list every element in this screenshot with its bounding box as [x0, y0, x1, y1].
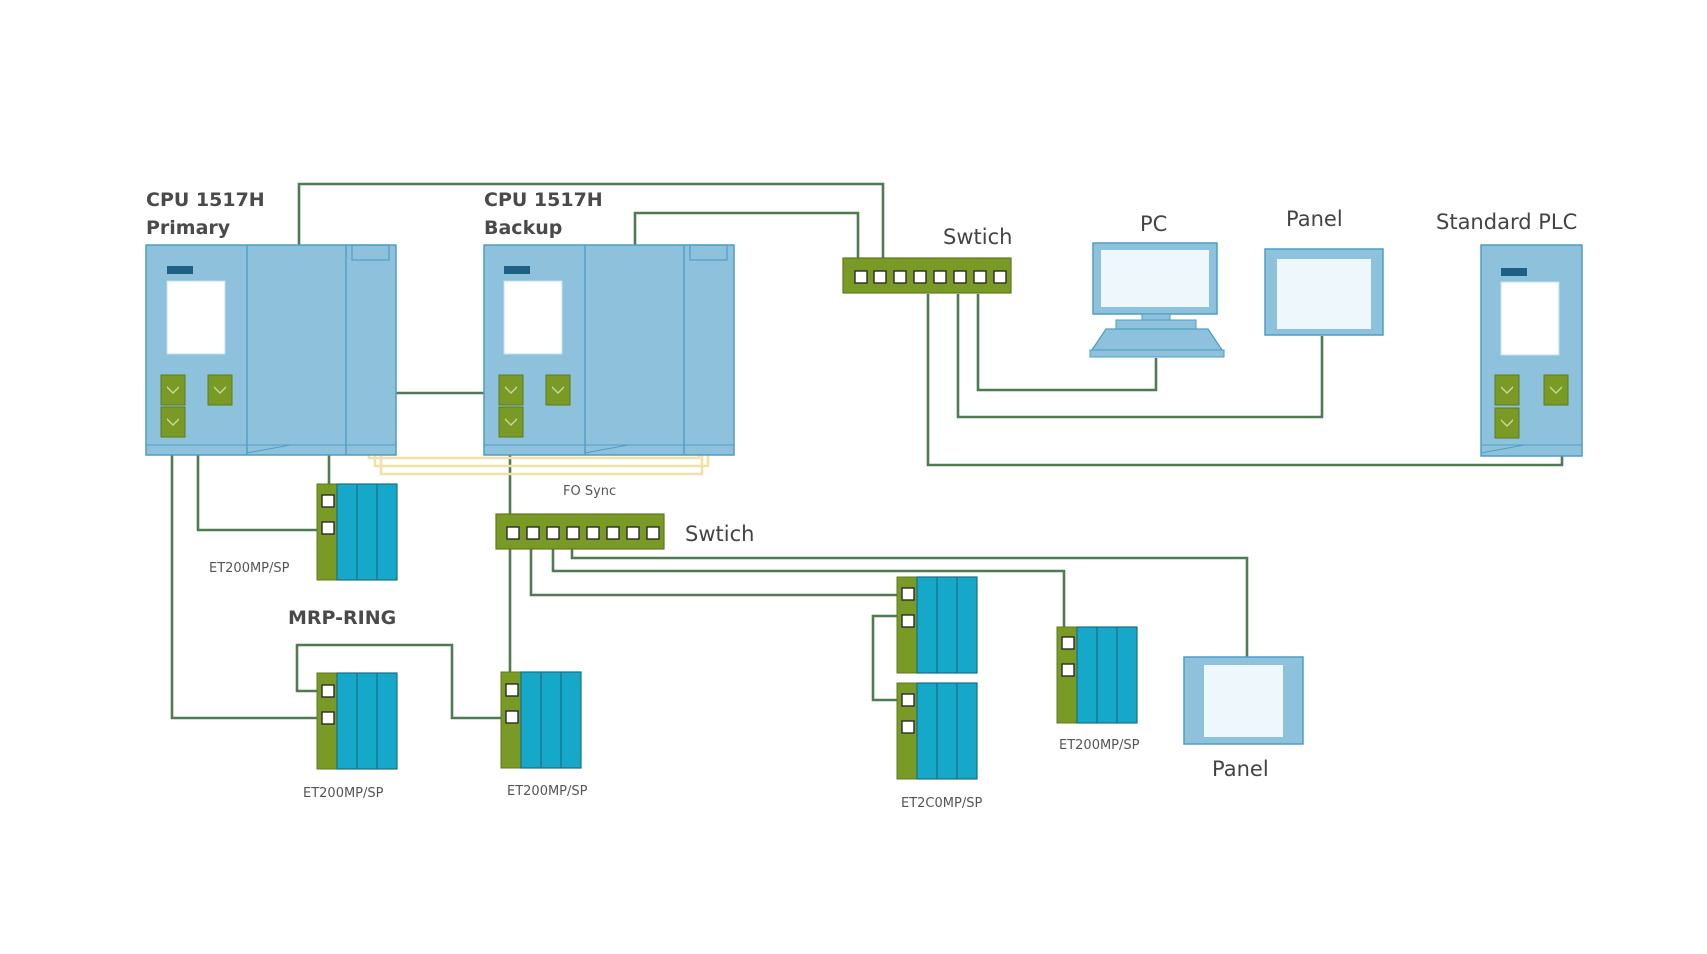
panel-top-label: Panel: [1286, 207, 1343, 231]
port-x1p1-icon: [498, 374, 524, 406]
io-module-1[interactable]: [316, 483, 398, 581]
panel-bottom-label: Panel: [1212, 757, 1269, 781]
switch-mid-label: Swtich: [685, 522, 754, 546]
io-module-2[interactable]: [316, 672, 398, 770]
cable-primary-to-io1: [196, 433, 330, 532]
cpu-primary-title: CPU 1517H: [146, 189, 265, 211]
cable-mid-switch-to-io4b: [551, 548, 1066, 628]
cpu-backup-role: Backup: [484, 217, 562, 239]
io-module-4a[interactable]: [896, 576, 978, 674]
fo-sync-label: FO Sync: [563, 484, 616, 499]
cable-ring-io2: [295, 643, 512, 720]
standard-plc[interactable]: [1480, 244, 1583, 457]
io-module-3[interactable]: [500, 671, 582, 769]
port-icon: [1543, 374, 1569, 406]
cpu-primary[interactable]: [145, 244, 397, 456]
mrp-ring-label: MRP-RING: [288, 607, 396, 629]
switch-top-label: Swtich: [943, 225, 1012, 249]
io-module-1-label: ET200MP/SP: [209, 561, 290, 576]
cable-switch-to-pc: [976, 294, 1158, 392]
standard-plc-label: Standard PLC: [1436, 210, 1577, 234]
port-x2p1-icon: [545, 374, 571, 406]
cable-io4-pair: [871, 614, 897, 702]
io-module-3-label: ET200MP/SP: [507, 784, 588, 799]
port-x2p1-icon: [207, 374, 233, 406]
cpu-primary-role: Primary: [146, 217, 231, 239]
port-icon: [1494, 374, 1520, 406]
cpu-backup-title: CPU 1517H: [484, 189, 603, 211]
port-x1p1-icon: [160, 374, 186, 406]
cable-mid-switch-to-panel: [570, 548, 1249, 658]
port-x1p2-icon: [160, 406, 186, 438]
cable-primary-to-ring: [170, 433, 330, 720]
cable-switch-to-panel: [956, 294, 1324, 419]
switch-mid[interactable]: [495, 513, 665, 550]
io-module-4b[interactable]: [896, 682, 978, 780]
io-module-5[interactable]: [1056, 626, 1138, 724]
switch-top[interactable]: [842, 257, 1012, 294]
cable-mid-switch-to-io4: [529, 548, 897, 597]
port-icon: [1494, 407, 1520, 439]
panel-top-icon[interactable]: [1264, 248, 1384, 336]
port-x1p2-icon: [498, 406, 524, 438]
io-module-4-label: ET2C0MP/SP: [901, 796, 982, 811]
pc-label: PC: [1140, 212, 1167, 236]
cpu-backup[interactable]: [483, 244, 735, 456]
cable-switch-to-standard-plc: [926, 294, 1564, 467]
pc-icon[interactable]: [1089, 242, 1225, 358]
io-module-2-label: ET200MP/SP: [303, 786, 384, 801]
panel-bottom-icon[interactable]: [1183, 656, 1304, 745]
io-module-5-label: ET200MP/SP: [1059, 738, 1140, 753]
